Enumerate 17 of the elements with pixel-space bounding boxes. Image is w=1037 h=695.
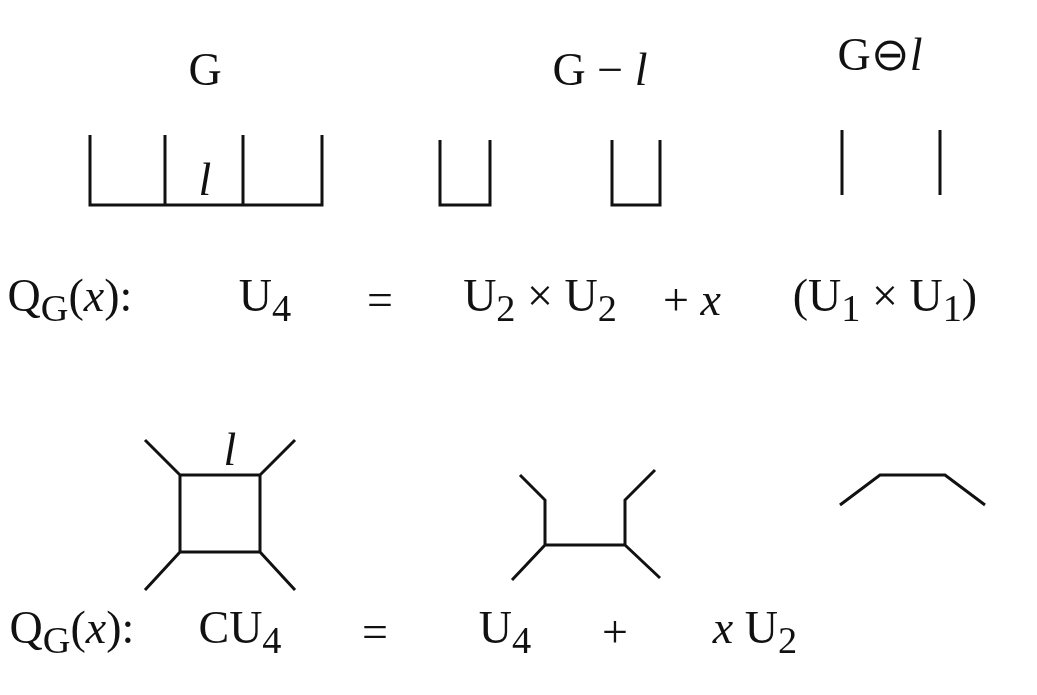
line-name-label: l <box>223 427 237 473</box>
polynomial-label: Q$_{G}$(x): <box>9 604 135 660</box>
formula-term: U$_{4}$ <box>478 604 532 660</box>
formula-term: (U$_{1}$ × U$_{1}$) <box>792 272 978 328</box>
equals-sign: = <box>367 277 393 323</box>
formula-term: U$_{4}$ <box>238 272 292 328</box>
graph-label: G⊖l <box>837 32 923 78</box>
line-name-label: l <box>198 157 212 203</box>
formula-term: + x <box>663 277 721 323</box>
formula-term: CU$_{4}$ <box>198 604 282 660</box>
formula-term: U$_{2}$ × U$_{2}$ <box>463 272 617 328</box>
graph-label: G <box>188 47 222 93</box>
plus-sign: + <box>602 609 628 655</box>
formula-term: x U$_{2}$ <box>712 604 798 660</box>
graph-label: G − l <box>552 47 648 93</box>
polynomial-label: Q$_{G}$(x): <box>7 272 133 328</box>
equals-sign: = <box>362 609 388 655</box>
